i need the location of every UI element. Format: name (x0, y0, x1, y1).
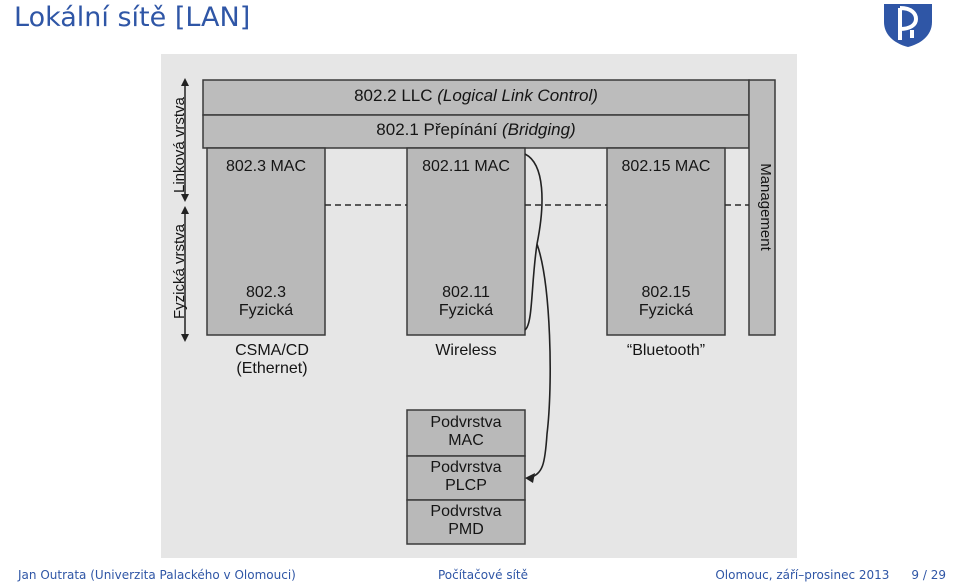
sublayer-mac-label: Podvrstva MAC (430, 414, 502, 450)
axis-phys-arrow-top (181, 206, 189, 214)
col3-caption: “Bluetooth” (626, 342, 706, 359)
band-bridging-name: (Bridging) (502, 120, 576, 139)
footer-place-date: Olomouc, září–prosinec 2013 (715, 568, 890, 582)
axis-phys-arrow-bottom (181, 334, 189, 342)
col2-caption: Wireless (435, 342, 497, 359)
col3-mac-label: 802.15 MAC (621, 158, 711, 175)
col1-mac-label: 802.3 MAC (225, 158, 307, 175)
band-llc-name: (Logical Link Control) (437, 86, 598, 105)
col2-phy-label: 802.11 Fyzická (438, 284, 494, 320)
band-llc-label: 802.2 LLC (Logical Link Control) (203, 86, 749, 106)
axis-phys-label: Fyzická vrstva (171, 223, 188, 319)
sublayer-plcp-label: Podvrstva PLCP (430, 459, 502, 495)
university-logo-icon (884, 4, 932, 47)
band-bridging-label: 802.1 Přepínání (Bridging) (203, 120, 749, 140)
slide-title: Lokální sítě [LAN] (14, 2, 251, 33)
sublayer-plcp (406, 455, 526, 501)
sublayer-mac (406, 409, 526, 457)
band-bridging-code: 802.1 Přepínání (376, 120, 498, 139)
axis-link-label: Linková vrstva (171, 97, 188, 193)
band-llc-code: 802.2 LLC (354, 86, 433, 105)
axis-link-arrow-top (181, 78, 189, 86)
sublayer-pmd (406, 499, 526, 545)
col1-caption: CSMA/CD (Ethernet) (235, 342, 309, 378)
diagram-shapes (181, 78, 776, 545)
column-80215 (606, 147, 726, 336)
management-label: Management (757, 163, 774, 251)
band-bridging (202, 114, 750, 149)
col2-mac-label: 802.11 MAC (422, 158, 510, 175)
footer-right: Olomouc, září–prosinec 2013 9 / 29 (618, 566, 960, 584)
col3-phy-label: 802.15 Fyzická (638, 284, 694, 320)
footer-course: Počítačové sítě (437, 568, 529, 582)
management-block (748, 79, 776, 336)
osi-lan-diagram-photo: 802.2 LLC (Logical Link Control) 802.1 P… (161, 54, 797, 558)
column-8023 (206, 147, 326, 336)
band-llc (202, 79, 750, 116)
slide-footer: Jan Outrata (Univerzita Palackého v Olom… (0, 566, 960, 584)
column-80211 (406, 147, 526, 336)
footer-page: 9 / 29 (911, 568, 946, 582)
col1-phy-label: 802.3 Fyzická (238, 284, 294, 320)
footer-author: Jan Outrata (Univerzita Palackého v Olom… (18, 568, 296, 582)
brace-arrow-head (525, 473, 535, 483)
brace-arrow (524, 153, 551, 479)
sublayer-pmd-label: Podvrstva PMD (430, 503, 502, 539)
axis-link-arrow-bottom (181, 194, 189, 202)
